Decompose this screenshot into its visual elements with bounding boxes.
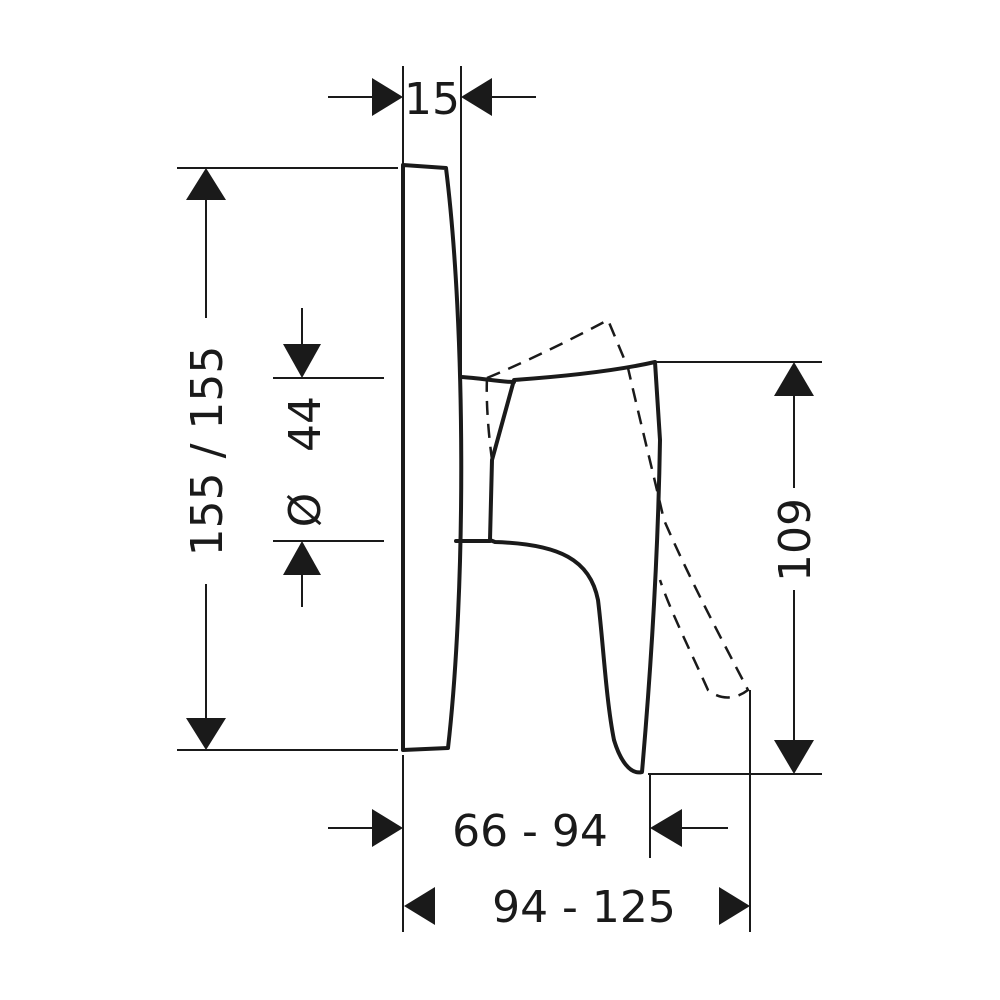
plate-height-label: 155 / 155 <box>182 346 233 557</box>
hub-diameter-symbol: Ø <box>280 493 331 528</box>
wall-plate <box>401 163 464 752</box>
dimension-projection-max: 94 - 125 <box>404 690 751 933</box>
product-outline <box>401 163 750 775</box>
projection-max-label: 94 - 125 <box>492 882 676 933</box>
projection-min-label: 66 - 94 <box>452 806 608 857</box>
handle-alternate-position-stem <box>485 377 494 461</box>
dimension-hub-diameter: Ø 44 <box>273 308 384 607</box>
dimension-projection-min: 66 - 94 <box>328 755 728 932</box>
hub <box>459 375 516 384</box>
dimension-plate-height: 155 / 155 <box>177 167 398 751</box>
dimension-handle-height: 109 <box>648 361 822 775</box>
handle-alternate-position <box>486 318 750 699</box>
plate-thickness-label: 15 <box>404 74 460 125</box>
dimension-plate-thickness: 15 <box>328 66 536 375</box>
handle-height-label: 109 <box>770 498 821 582</box>
handle <box>488 360 662 775</box>
hub-diameter-label: 44 <box>280 396 331 452</box>
